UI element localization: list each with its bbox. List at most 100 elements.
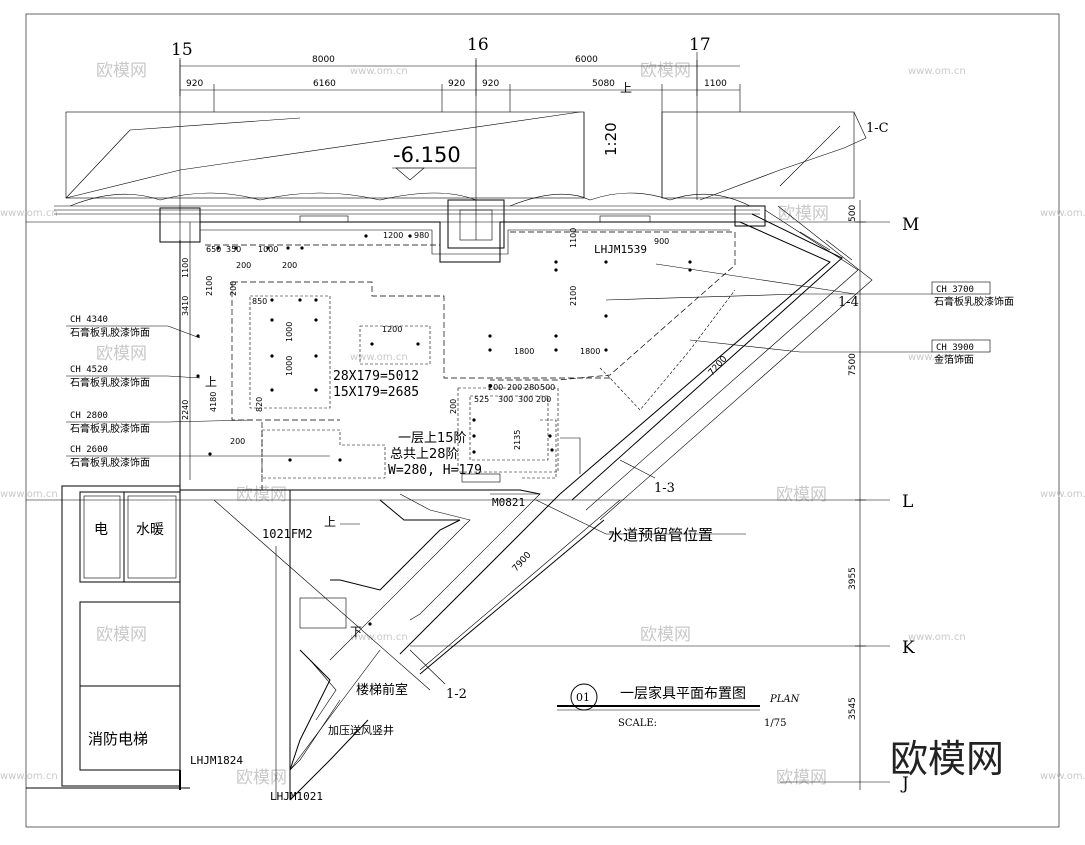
dim-label: 200 bbox=[230, 437, 245, 446]
svg-text:www.om.cn: www.om.cn bbox=[350, 66, 408, 77]
door-symbol bbox=[299, 215, 349, 223]
dimension-lines-right bbox=[855, 200, 866, 790]
dim-label: 200 bbox=[236, 261, 251, 270]
grid-label-m: M bbox=[902, 215, 919, 235]
ceiling-tag-ch: CH 3900 bbox=[936, 343, 974, 353]
dim-label: 2100 bbox=[569, 286, 578, 306]
section-label-1-3: 1-3 bbox=[654, 481, 675, 496]
dim-label: 1800 bbox=[514, 347, 534, 356]
watermark-text: 欧模网 bbox=[96, 61, 147, 81]
slope-label: 1:20 bbox=[602, 122, 620, 156]
room-label-shaft: 加压送风竖井 bbox=[328, 723, 394, 737]
dim-label: 4180 bbox=[209, 392, 218, 412]
dim-label: 1800 bbox=[580, 347, 600, 356]
watermark-text: 欧模网 bbox=[640, 625, 691, 645]
dim-label: 350 bbox=[226, 245, 241, 254]
dim-label: 7900 bbox=[511, 550, 534, 574]
dim-label: 650 bbox=[206, 245, 221, 254]
scale-value: 1/75 bbox=[764, 718, 786, 729]
up-label-small: 上 bbox=[205, 375, 217, 389]
dim-label: 300 bbox=[498, 395, 513, 404]
dim-label: 500 bbox=[540, 383, 555, 392]
svg-text:www.om.cn: www.om.cn bbox=[350, 632, 408, 643]
ceiling-tag-desc: 石膏板乳胶漆饰面 bbox=[70, 456, 150, 469]
up-label-stair: 上 bbox=[324, 515, 336, 529]
dim-label: 1000 bbox=[285, 356, 294, 376]
stair-note-2: 总共上28阶 bbox=[390, 447, 459, 462]
dim-label: 1000 bbox=[285, 322, 294, 342]
door-label-m0821: M0821 bbox=[492, 496, 525, 509]
svg-text:www.om.cn: www.om.cn bbox=[1040, 771, 1085, 782]
dim-label: 1200 bbox=[382, 325, 402, 334]
ceiling-tag-ch: CH 3700 bbox=[936, 285, 974, 295]
down-label: 下 bbox=[350, 625, 362, 639]
dimension-lines-top bbox=[179, 60, 741, 112]
ceiling-tag-desc: 金箔饰面 bbox=[934, 353, 974, 366]
stair-calc-2: 15X179=2685 bbox=[333, 385, 419, 400]
water-leader bbox=[535, 499, 607, 535]
door-symbol bbox=[599, 215, 651, 223]
dim-label: 1100 bbox=[569, 228, 578, 248]
dim-label: 2100 bbox=[205, 276, 214, 296]
watermark-text: 欧模网 bbox=[776, 768, 827, 788]
dim-label: 200 bbox=[229, 281, 238, 296]
watermark-text: 欧模网 bbox=[96, 344, 147, 364]
ceiling-tag-desc: 石膏板乳胶漆饰面 bbox=[70, 422, 150, 435]
grid-label-j: J bbox=[900, 774, 909, 794]
svg-text:www.om.cn: www.om.cn bbox=[0, 771, 58, 782]
drawing-title: 一层家具平面布置图 bbox=[620, 685, 746, 702]
room-label-fire-elevator: 消防电梯 bbox=[88, 730, 148, 748]
svg-text:www.om.cn: www.om.cn bbox=[1040, 208, 1085, 219]
door-label-fm: 1021FM2 bbox=[262, 527, 313, 541]
plan-label: PLAN bbox=[769, 694, 801, 705]
watermark-urls: www.om.cn www.om.cn www.om.cn www.om.cn … bbox=[0, 66, 1085, 782]
dim-label: 920 bbox=[186, 79, 203, 89]
up-mark: 上 bbox=[620, 81, 632, 95]
dim-label: 1100 bbox=[181, 258, 190, 278]
dim-label: 1000 bbox=[258, 245, 278, 254]
dim-label: 200 bbox=[507, 383, 522, 392]
ceiling-tag-desc: 石膏板乳胶漆饰面 bbox=[70, 326, 150, 339]
dim-label: 820 bbox=[255, 397, 264, 412]
dim-label: 920 bbox=[482, 79, 499, 89]
dim-label: 1200 bbox=[383, 231, 403, 240]
ramp-area bbox=[54, 111, 867, 215]
svg-text:www.om.cn: www.om.cn bbox=[908, 632, 966, 643]
room-label-stair-front: 楼梯前室 bbox=[356, 682, 408, 698]
dim-label: 6000 bbox=[575, 55, 598, 65]
grid-label-l: L bbox=[902, 492, 913, 512]
svg-text:www.om.cn: www.om.cn bbox=[908, 66, 966, 77]
scale-label: SCALE: bbox=[618, 718, 657, 729]
grid-label-k: K bbox=[902, 638, 915, 658]
section-markers bbox=[409, 263, 856, 685]
door-symbol bbox=[461, 473, 501, 483]
dim-label: 525 bbox=[474, 395, 489, 404]
room-label-plumbing: 水暖 bbox=[136, 522, 164, 538]
stair-calc-1: 28X179=5012 bbox=[333, 369, 419, 384]
dim-label: 300 bbox=[518, 395, 533, 404]
dim-label: 850 bbox=[252, 297, 267, 306]
ceiling-tag-ch: CH 4520 bbox=[70, 365, 108, 375]
watermark-text: 欧模网 bbox=[96, 625, 147, 645]
dim-label: 200 bbox=[282, 261, 297, 270]
ceiling-lights bbox=[196, 234, 692, 626]
dim-label: 2240 bbox=[181, 400, 190, 420]
svg-text:www.om.cn: www.om.cn bbox=[350, 352, 408, 363]
dim-label: 980 bbox=[414, 231, 429, 240]
ceiling-tag-desc: 石膏板乳胶漆饰面 bbox=[934, 295, 1014, 308]
room-label-electric: 电 bbox=[94, 522, 108, 538]
grid-label-16: 16 bbox=[467, 35, 489, 55]
ceiling-tag-ch: CH 2800 bbox=[70, 411, 108, 421]
brand-logo: 欧模网 bbox=[890, 737, 1004, 781]
left-rooms bbox=[26, 485, 190, 790]
door-label-lhjm1539: LHJM1539 bbox=[594, 243, 647, 256]
dim-label: 7200 bbox=[707, 354, 730, 378]
watermark-text: 欧模网 bbox=[236, 768, 287, 788]
svg-text:www.om.cn: www.om.cn bbox=[1040, 489, 1085, 500]
grid-label-15: 15 bbox=[171, 40, 193, 60]
watermark-text: 欧模网 bbox=[236, 485, 287, 505]
watermark-text: 欧模网 bbox=[640, 61, 691, 81]
dim-label: 7500 bbox=[848, 353, 858, 376]
dim-label: 3410 bbox=[181, 296, 190, 316]
